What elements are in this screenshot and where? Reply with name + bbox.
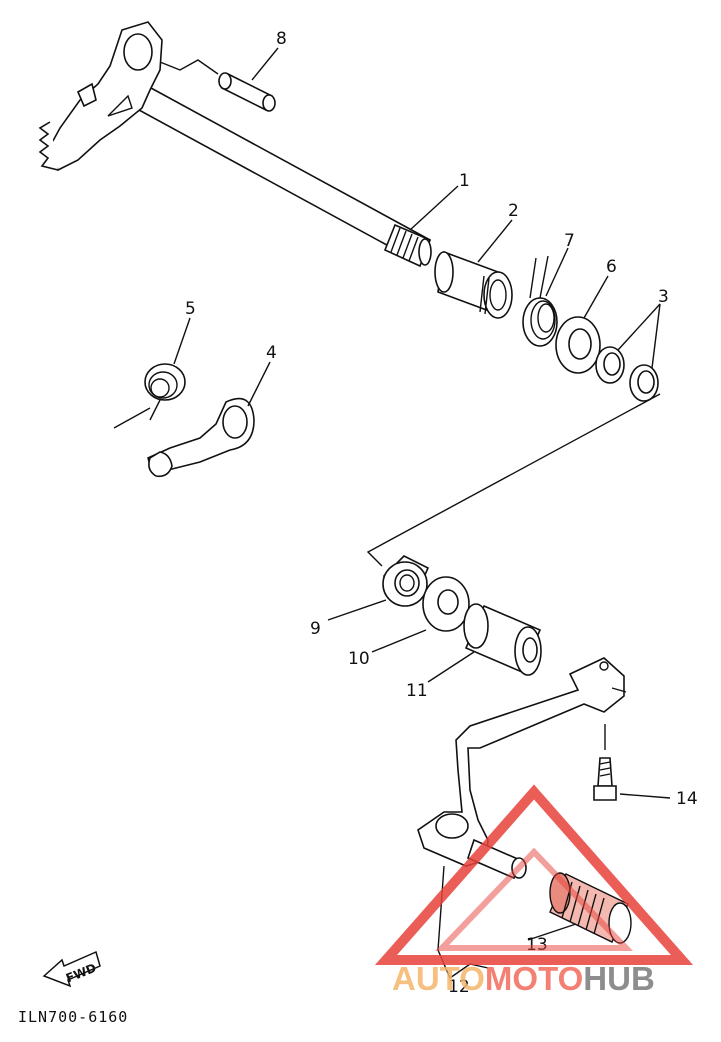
callout-6: 6 <box>606 257 617 277</box>
bush-part-11 <box>463 603 542 676</box>
callout-12: 12 <box>448 977 470 997</box>
callout-14: 14 <box>676 789 698 809</box>
bolt-part-14 <box>593 724 617 801</box>
watermark-hub: HUB <box>583 960 655 997</box>
fwd-arrow-icon: FWD <box>42 950 101 988</box>
callout-10: 10 <box>348 649 370 669</box>
diagram-code: ILN700-6160 <box>18 1008 128 1026</box>
watermark-auto: AUTO <box>392 960 485 997</box>
oil-seal-part-9 <box>382 555 430 607</box>
callout-9: 9 <box>310 619 321 639</box>
callout-3: 3 <box>658 287 669 307</box>
lever-part-4 <box>147 397 255 478</box>
callout-4: 4 <box>266 343 277 363</box>
callout-1: 1 <box>459 171 470 191</box>
circlip-part-3 <box>595 346 659 402</box>
callout-5: 5 <box>185 299 196 319</box>
collar-part-2 <box>434 250 513 319</box>
callout-2: 2 <box>508 201 519 221</box>
pin-part-8 <box>159 59 276 112</box>
callout-8: 8 <box>276 29 287 49</box>
callout-11: 11 <box>406 681 428 701</box>
shift-pedal-part-12 <box>417 657 627 880</box>
spring-part-5 <box>113 363 186 429</box>
assembly-guide-line <box>366 393 661 567</box>
automotohub-watermark: AUTOMOTOHUB <box>374 784 694 997</box>
washer-part-6 <box>555 316 601 374</box>
callout-7: 7 <box>564 231 575 251</box>
spring-part-7 <box>522 255 558 347</box>
watermark-moto: MOTO <box>485 960 583 997</box>
washer-part-10 <box>422 576 470 632</box>
shift-shaft-part-1 <box>38 21 432 268</box>
watermark-triangle-icon <box>374 784 694 965</box>
svg-text:AUTOMOTOHUB: AUTOMOTOHUB <box>392 960 655 997</box>
